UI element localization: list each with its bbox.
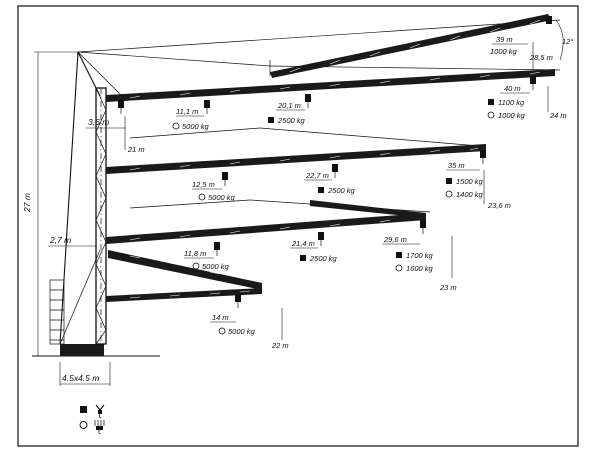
open-circle-icon bbox=[487, 111, 495, 119]
jib-tip-29-6m bbox=[310, 200, 426, 218]
radius-label: 20,1 m bbox=[277, 101, 301, 110]
hook-icon bbox=[318, 232, 324, 246]
radius-label: 12,5 m bbox=[192, 180, 215, 189]
jib-truss bbox=[129, 19, 541, 299]
ballast bbox=[49, 279, 65, 345]
4-fall-hook-icon bbox=[94, 420, 105, 435]
offset-low-label: 2,7 m bbox=[49, 235, 71, 245]
hook-icon bbox=[204, 100, 210, 114]
tower-height-label: 27 m bbox=[22, 193, 32, 213]
pendant-lines bbox=[77, 19, 561, 213]
hook-icon bbox=[222, 172, 228, 186]
filled-square-icon bbox=[446, 178, 452, 184]
luff-angle-label: 12° bbox=[562, 37, 573, 46]
hook-icon bbox=[530, 76, 536, 90]
radius-label: 21,4 m bbox=[291, 239, 315, 248]
radius-label: 11,1 m bbox=[176, 107, 198, 116]
filled-square-icon bbox=[396, 252, 402, 258]
hook-icon bbox=[480, 150, 486, 164]
rear-strut bbox=[59, 249, 101, 345]
load-label: 5000 kg bbox=[202, 262, 230, 271]
hook-icon bbox=[420, 220, 426, 234]
hook-icon bbox=[118, 100, 124, 114]
base-size-label: 4.5x4.5 m bbox=[62, 373, 99, 383]
open-circle-icon bbox=[79, 421, 88, 429]
load-label: 1700 kg bbox=[406, 251, 434, 260]
open-circle-icon bbox=[198, 193, 206, 201]
load-label: 1500 kg bbox=[456, 177, 484, 186]
crane-base bbox=[60, 344, 104, 356]
hook-icon bbox=[546, 16, 552, 24]
hook-height-label: 23 m bbox=[439, 283, 457, 292]
hook-blocks bbox=[118, 16, 552, 308]
hook-height-label: 24 m bbox=[549, 111, 567, 120]
radius-label: 11,8 m bbox=[184, 249, 206, 258]
load-label: 5000 kg bbox=[208, 193, 236, 202]
filled-square-icon bbox=[488, 99, 494, 105]
hook-height-label: 22 m bbox=[271, 341, 289, 350]
tower-height-21-label: 21 m bbox=[127, 145, 145, 154]
rear-tie bbox=[59, 51, 79, 345]
open-circle-icon bbox=[395, 264, 403, 272]
load-label: 5000 kg bbox=[228, 327, 256, 336]
dimension-lines bbox=[34, 19, 564, 386]
load-label: 2500 kg bbox=[309, 254, 338, 263]
jib-35m bbox=[106, 144, 486, 174]
tower-lattice bbox=[95, 87, 107, 345]
filled-square-icon bbox=[318, 187, 324, 193]
radius-label: 39 m bbox=[496, 35, 513, 44]
open-circle-icon bbox=[445, 190, 453, 198]
radius-label: 40 m bbox=[504, 84, 521, 93]
jib-40m bbox=[106, 69, 555, 102]
filled-square-icon bbox=[268, 117, 274, 123]
open-circle-icon bbox=[192, 262, 200, 270]
load-label: 1000 kg bbox=[498, 111, 526, 120]
jib-folded-upper bbox=[108, 250, 262, 290]
tower-top-strut bbox=[77, 51, 101, 97]
radius-label: 35 m bbox=[448, 161, 465, 170]
jib-29-6m bbox=[106, 213, 426, 244]
offset-top-label: 3,6 m bbox=[88, 117, 109, 127]
load-label: 1400 kg bbox=[456, 190, 484, 199]
radius-label: 14 m bbox=[212, 313, 229, 322]
load-label: 5000 kg bbox=[182, 122, 210, 131]
filled-square-icon bbox=[80, 406, 87, 413]
ballast-hatch bbox=[50, 289, 64, 341]
open-circle-icon bbox=[218, 327, 226, 335]
load-label: 1600 kg bbox=[406, 264, 434, 273]
hook-icon bbox=[235, 294, 241, 308]
load-label: 2500 kg bbox=[277, 116, 306, 125]
open-circle-icon bbox=[172, 122, 180, 130]
jib-folded-lower bbox=[106, 288, 262, 302]
radius-label: 22,7 m bbox=[305, 171, 329, 180]
load-label: 1100 kg bbox=[498, 98, 525, 107]
hook-icon bbox=[305, 94, 311, 108]
load-label: 2500 kg bbox=[327, 186, 356, 195]
filled-square-icon bbox=[300, 255, 306, 261]
diagram-frame bbox=[17, 5, 579, 447]
hook-icon bbox=[332, 164, 338, 178]
hook-height-label: 23,6 m bbox=[487, 201, 511, 210]
legend bbox=[79, 404, 105, 435]
radius-label: 29,6 m bbox=[383, 235, 407, 244]
hook-height-label: 28,5 m bbox=[529, 53, 553, 62]
hook-icon bbox=[214, 242, 220, 256]
2-fall-hook-icon bbox=[95, 404, 105, 419]
load-label: 1000 kg bbox=[490, 47, 518, 56]
jib-luffed bbox=[270, 14, 552, 78]
